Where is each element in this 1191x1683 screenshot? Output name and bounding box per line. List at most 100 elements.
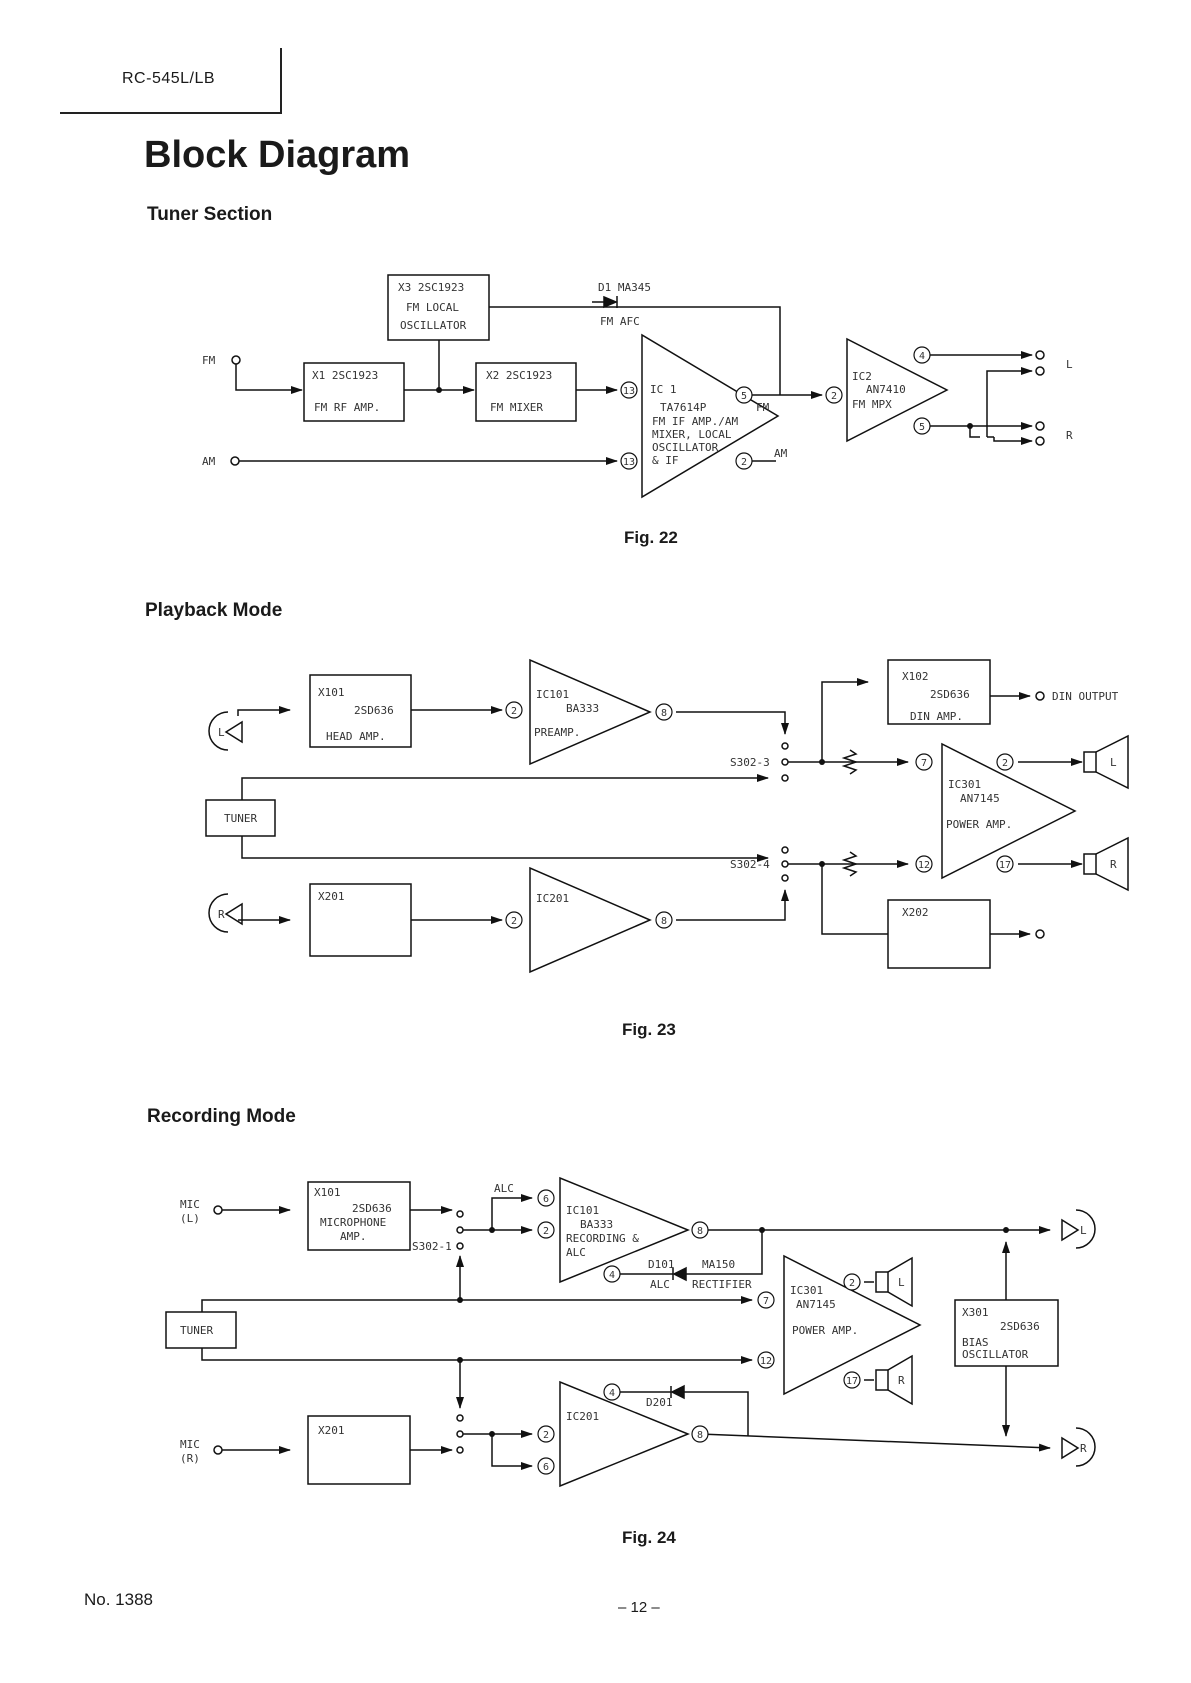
r-tape-head-icon (1075, 1427, 1096, 1467)
pin-label: 8 (661, 916, 667, 927)
l-output-terminal-b (1035, 366, 1045, 376)
r-output-wire (922, 425, 980, 438)
tuner-r-junction (457, 1357, 463, 1363)
ic201-pin-rect (603, 1383, 621, 1401)
l-speaker-magnet (1083, 751, 1097, 773)
ic2-label: AN7410 (866, 383, 906, 396)
pin-label: 2 (543, 1226, 549, 1237)
s302-3-label: S302-3 (730, 756, 770, 769)
document-number: No. 1388 (84, 1590, 153, 1609)
ic301-pin-l-in (757, 1291, 775, 1309)
s302-4-label: S302-4 (730, 858, 770, 871)
ic201-alc-wire (491, 1434, 533, 1470)
ic1-label: FM IF AMP./AM (652, 415, 738, 428)
d101-label: RECTIFIER (692, 1278, 752, 1291)
mic-l-terminal (213, 1205, 223, 1215)
l-output-label: L (1066, 358, 1073, 371)
am-input-terminal (230, 456, 240, 466)
s302-1-lower-contact-c (456, 1446, 464, 1454)
s302-1-contact-a (456, 1210, 464, 1218)
ic301-label: IC301 (948, 778, 981, 791)
ic201-pin-out (691, 1425, 709, 1443)
r-head-gap (1061, 1436, 1080, 1460)
page-number: – 12 – (618, 1599, 660, 1616)
x202-feed-wire (821, 864, 888, 935)
d101-label: ALC (650, 1278, 670, 1291)
s302-1-lower-contact-b (456, 1430, 464, 1438)
header-vertical-rule (280, 48, 282, 112)
r-output-label: R (1066, 429, 1073, 442)
fm-input-wire (235, 364, 303, 394)
ic1-label: & IF (652, 454, 679, 467)
x202-junction (819, 861, 825, 867)
pin-label: 6 (543, 1462, 549, 1473)
ic101-label: IC101 (536, 688, 569, 701)
x101-label: HEAD AMP. (326, 730, 386, 743)
x201-label: X201 (318, 890, 345, 903)
fig-22-caption: Fig. 22 (624, 528, 678, 547)
l-head-wire (237, 706, 291, 716)
r-tape-head-icon (208, 893, 229, 933)
page-header: RC-545L/LB (60, 48, 282, 114)
l-tape-head-icon (1075, 1209, 1096, 1249)
model-label: RC-545L/LB (122, 70, 216, 87)
l-head-gap (1061, 1218, 1080, 1242)
x2-mixer-block (475, 362, 577, 422)
ic301-label: POWER AMP. (946, 818, 1012, 831)
x301-label: BIAS (962, 1336, 989, 1349)
tuner-r-wire (241, 836, 769, 862)
x202-output-terminal (1035, 929, 1045, 939)
s302-1-label: S302-1 (412, 1240, 452, 1253)
ic101-triangle (529, 658, 652, 766)
ic2-pin-in (825, 386, 843, 404)
l-head-gap (224, 720, 243, 744)
x101-mic-amp-block (307, 1181, 411, 1251)
r-output-terminal-a (1035, 421, 1045, 431)
pin-label: 5 (919, 422, 925, 433)
ic101-pin-in (505, 701, 523, 719)
x1-label: FM RF AMP. (314, 401, 380, 414)
s302-1-contact-c (456, 1242, 464, 1250)
ic1-pin-am-out (735, 452, 753, 470)
pin-label: 7 (763, 1296, 769, 1307)
pin-label: 12 (760, 1356, 772, 1367)
pin-label: 4 (609, 1270, 615, 1281)
s302-4-contact-b (781, 860, 789, 868)
x301-label: OSCILLATOR (962, 1348, 1029, 1361)
r-head-label: R (1080, 1442, 1087, 1455)
r-output-wire-b (993, 437, 1033, 445)
fm-input-label: FM (202, 354, 216, 367)
recording-block-diagram: 6 2 8 4 7 2 12 17 4 2 6 8 MIC (L) MIC (R… (165, 1176, 1096, 1488)
ic301-label: POWER AMP. (792, 1324, 858, 1337)
ic1-label: IC 1 (650, 383, 677, 396)
x101-label: 2SD636 (352, 1202, 392, 1215)
ic301-label: AN7145 (796, 1298, 836, 1311)
playback-section-title: Playback Mode (145, 600, 283, 621)
ic201-out-wire (699, 1433, 1051, 1452)
ic101-label: BA333 (566, 702, 599, 715)
r-head-gap (224, 902, 243, 926)
ic301-label: AN7145 (960, 792, 1000, 805)
ic201-label: IC201 (566, 1410, 599, 1423)
ic301-pin-r-out (843, 1371, 861, 1389)
d201-label: D201 (646, 1396, 673, 1409)
ic101-label: BA333 (580, 1218, 613, 1231)
r-speaker-label: R (1110, 858, 1117, 871)
x201-label: X201 (318, 1424, 345, 1437)
l-tape-head-icon (208, 711, 229, 751)
pin-label: 8 (661, 708, 667, 719)
x102-label: X102 (902, 670, 929, 683)
ic301-pin-r-in (915, 855, 933, 873)
x1-label: X1 2SC1923 (312, 369, 378, 382)
d101-junction (759, 1227, 765, 1233)
pin-label: 2 (849, 1278, 855, 1289)
mixer-junction (436, 387, 442, 393)
mic-l-label: MIC (180, 1198, 200, 1211)
x202-label: X202 (902, 906, 929, 919)
pin-label: 5 (741, 391, 747, 402)
x2-label: FM MIXER (490, 401, 543, 414)
pin-label: 4 (609, 1388, 615, 1399)
ic101-pin-out (655, 703, 673, 721)
d101-label: MA150 (702, 1258, 735, 1271)
x3-label: OSCILLATOR (400, 319, 467, 332)
